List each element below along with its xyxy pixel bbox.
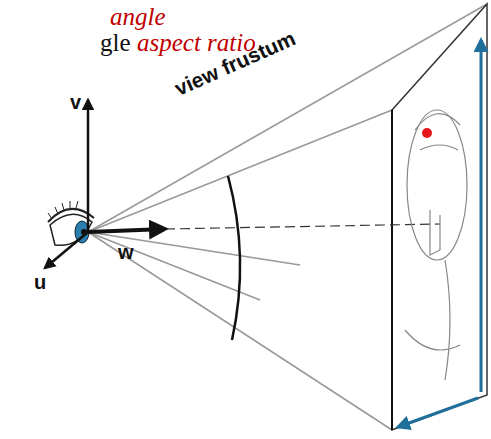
- fov-arc: [228, 176, 240, 340]
- red-dot: [422, 128, 432, 138]
- slide-text: angle: [110, 4, 166, 29]
- height-arrow: [480, 40, 483, 392]
- plane-edge: [391, 110, 393, 430]
- width-arrow: [398, 398, 478, 427]
- slide-text: gle: [100, 30, 131, 55]
- axis-label: u: [34, 272, 46, 292]
- teapot-sketch: [405, 110, 467, 380]
- axis-label: v: [70, 92, 81, 112]
- camera-axes: [45, 100, 165, 268]
- frustum-edges: [88, 4, 487, 430]
- axis-label: w: [118, 242, 134, 262]
- image-plane: [392, 4, 487, 430]
- view-axis: [165, 224, 440, 229]
